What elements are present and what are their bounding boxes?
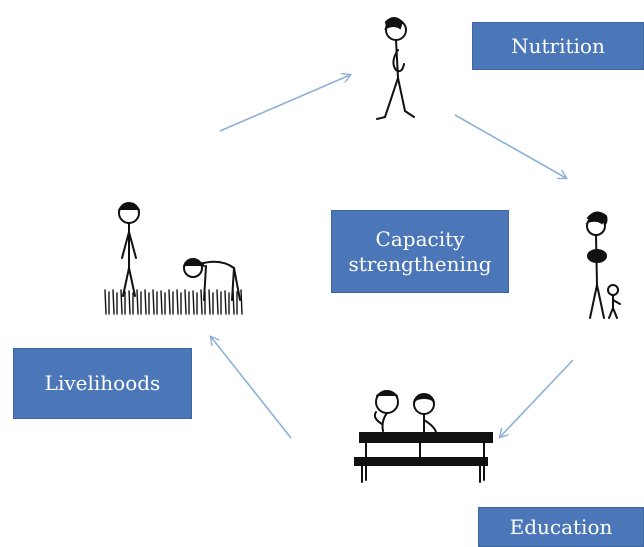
- arrow-nutrition-to-mother: [454, 114, 566, 178]
- walking-woman-figure: [376, 17, 415, 120]
- arrow-livelihoods-to-nutrition: [219, 75, 350, 132]
- capacity-strengthening-box: Capacity strengthening: [331, 210, 509, 293]
- mother-with-child-figure: [585, 211, 621, 319]
- arrow-education-to-livelihoods: [211, 337, 292, 439]
- students-at-desk-figure: [354, 390, 493, 483]
- nutrition-box: Nutrition: [472, 22, 644, 70]
- education-box: Education: [478, 507, 644, 547]
- arrow-mother-to-education: [500, 359, 574, 437]
- livelihoods-box: Livelihoods: [13, 348, 192, 419]
- farmers-in-field-figure: [104, 202, 243, 315]
